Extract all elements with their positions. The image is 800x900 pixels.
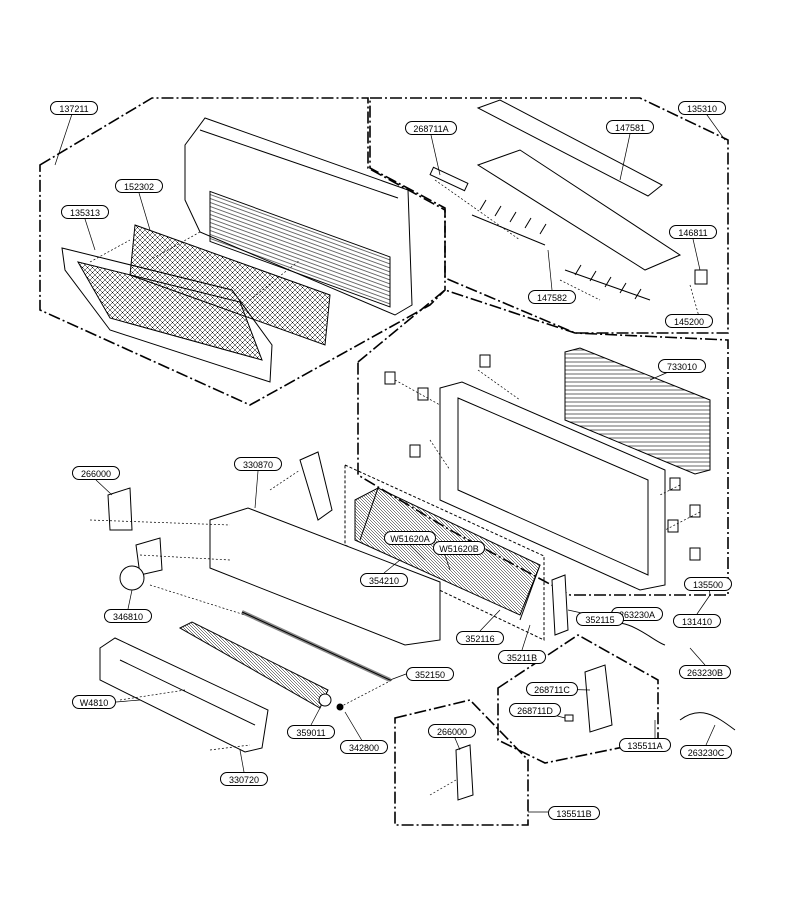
fan-motor [119, 565, 145, 591]
part-label-W4810: W4810 [72, 695, 116, 709]
part-label-330720: 330720 [220, 772, 268, 786]
part-label-263230B: 263230B [679, 665, 731, 679]
part-label-W51620A: W51620A [384, 531, 436, 545]
pcb-assembly [584, 664, 613, 733]
part-label-266000-bottom: 266000 [428, 724, 476, 738]
louver-frame [476, 149, 682, 271]
part-label-145200: 145200 [665, 314, 713, 328]
part-label-268711C: 268711C [526, 682, 578, 696]
part-label-733010: 733010 [658, 359, 706, 373]
rear-cover [99, 637, 269, 753]
drain-pan [209, 507, 441, 646]
motor-bracket [107, 487, 133, 531]
part-label-352115: 352115 [576, 612, 624, 626]
part-label-354210: 354210 [360, 573, 408, 587]
part-label-135511A: 135511A [619, 738, 671, 752]
group-boundary-control-box [394, 699, 529, 826]
cross-flow-fan [178, 621, 329, 709]
air-filter [129, 224, 331, 346]
part-label-137211: 137211 [50, 101, 98, 115]
part-label-268711D: 268711D [509, 703, 561, 717]
part-label-346810: 346810 [104, 609, 152, 623]
part-label-352150: 352150 [406, 667, 454, 681]
part-label-152302: 152302 [115, 179, 163, 193]
part-label-135511B: 135511B [548, 806, 600, 820]
part-label-W51620B: W51620B [433, 541, 485, 555]
part-label-342800: 342800 [340, 740, 388, 754]
stepping-motor [694, 269, 708, 285]
installation-plate [564, 347, 711, 475]
group-boundary-louver [369, 97, 729, 334]
part-label-135313: 135313 [61, 205, 109, 219]
part-label-135500: 135500 [684, 577, 732, 591]
part-label-268711A: 268711A [405, 121, 457, 135]
chassis-frame [439, 381, 666, 591]
part-label-352116: 352116 [456, 631, 504, 645]
part-label-330870: 330870 [234, 457, 282, 471]
part-label-35211B: 35211B [498, 650, 546, 664]
part-label-266000-top: 266000 [72, 466, 120, 480]
part-label-147582: 147582 [528, 290, 576, 304]
vertical-louver [476, 99, 663, 197]
group-boundary-evaporator [344, 464, 545, 641]
part-label-263230C: 263230C [680, 745, 732, 759]
control-box-part [455, 744, 474, 801]
part-label-146811: 146811 [669, 225, 717, 239]
part-label-147581: 147581 [606, 120, 654, 134]
part-label-135310: 135310 [678, 101, 726, 115]
part-label-359011: 359011 [287, 725, 335, 739]
part-label-131410: 131410 [673, 614, 721, 628]
